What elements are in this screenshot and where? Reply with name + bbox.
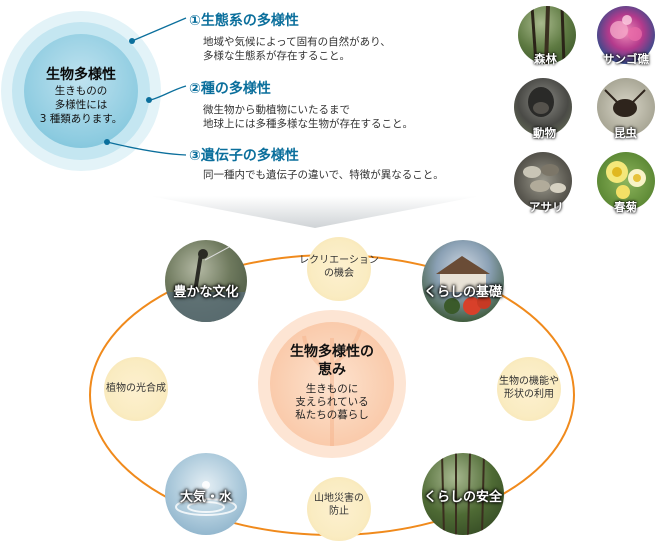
biodiversity-title: 生物多様性	[46, 67, 116, 83]
level-genetic-description: 同一種内でも遺伝子の違いで、特徴が異なること。	[203, 169, 444, 181]
link-disaster-text: 山地災害の 防止	[314, 493, 364, 517]
coral-reef-photo	[597, 6, 655, 64]
benefits-center-title: 生物多様性の 恵み	[290, 344, 374, 378]
connector-dot-1	[129, 38, 135, 44]
example-insect-label: 昆虫	[614, 126, 637, 140]
level-species-description: 微生物から動植物にいたるまで 地球上には多種多様な生物が存在すること。	[203, 104, 413, 130]
example-clam-label: アサリ	[529, 200, 564, 214]
node-culture-label: 豊かな文化	[173, 285, 239, 300]
level-ecosystem-heading: ①生態系の多様性	[189, 13, 299, 29]
link-photosynthesis-text: 植物の光合成	[106, 383, 166, 394]
node-living-label: くらしの基礎	[423, 285, 502, 300]
chrysanthemum-photo	[597, 152, 655, 210]
link-bubble-recreation	[307, 237, 371, 301]
example-chrysanthemum-label: 春菊	[614, 200, 637, 214]
link-recreation-text: レクリエーション の機会	[299, 255, 379, 279]
animal-photo	[514, 78, 572, 136]
biodiversity-body: 生きものの 多様性には 3 種類あります。	[39, 85, 123, 125]
down-arrow-icon	[150, 196, 480, 228]
node-safety-label: くらしの安全	[423, 490, 502, 505]
connector-dot-3	[104, 139, 110, 145]
connector-dot-2	[146, 97, 152, 103]
level-genetic-heading: ③遺伝子の多様性	[189, 148, 299, 164]
benefits-center-body: 生きものに 支えられている 私たちの暮らし	[295, 383, 369, 421]
clam-photo	[514, 152, 572, 210]
node-air-water-label: 大気・水	[179, 490, 232, 505]
example-forest-label: 森林	[534, 52, 557, 66]
example-coral-label: サンゴ礁	[603, 52, 649, 66]
living-photo	[422, 240, 504, 322]
air-water-photo	[165, 453, 247, 535]
safety-photo	[422, 453, 504, 535]
link-biomimicry-text: 生物の機能や 形状の利用	[499, 376, 559, 400]
link-bubble-photosynthesis	[104, 357, 168, 421]
level-ecosystem-description: 地域や気候によって固有の自然があり、 多様な生態系が存在すること。	[203, 36, 391, 62]
link-bubble-biomimicry	[497, 357, 561, 421]
example-animal-label: 動物	[533, 126, 556, 140]
insect-photo	[597, 78, 655, 136]
forest-photo	[518, 6, 576, 64]
level-species-heading: ②種の多様性	[189, 81, 271, 97]
biodiversity-circle-inner	[24, 34, 138, 148]
link-bubble-disaster	[307, 477, 371, 541]
